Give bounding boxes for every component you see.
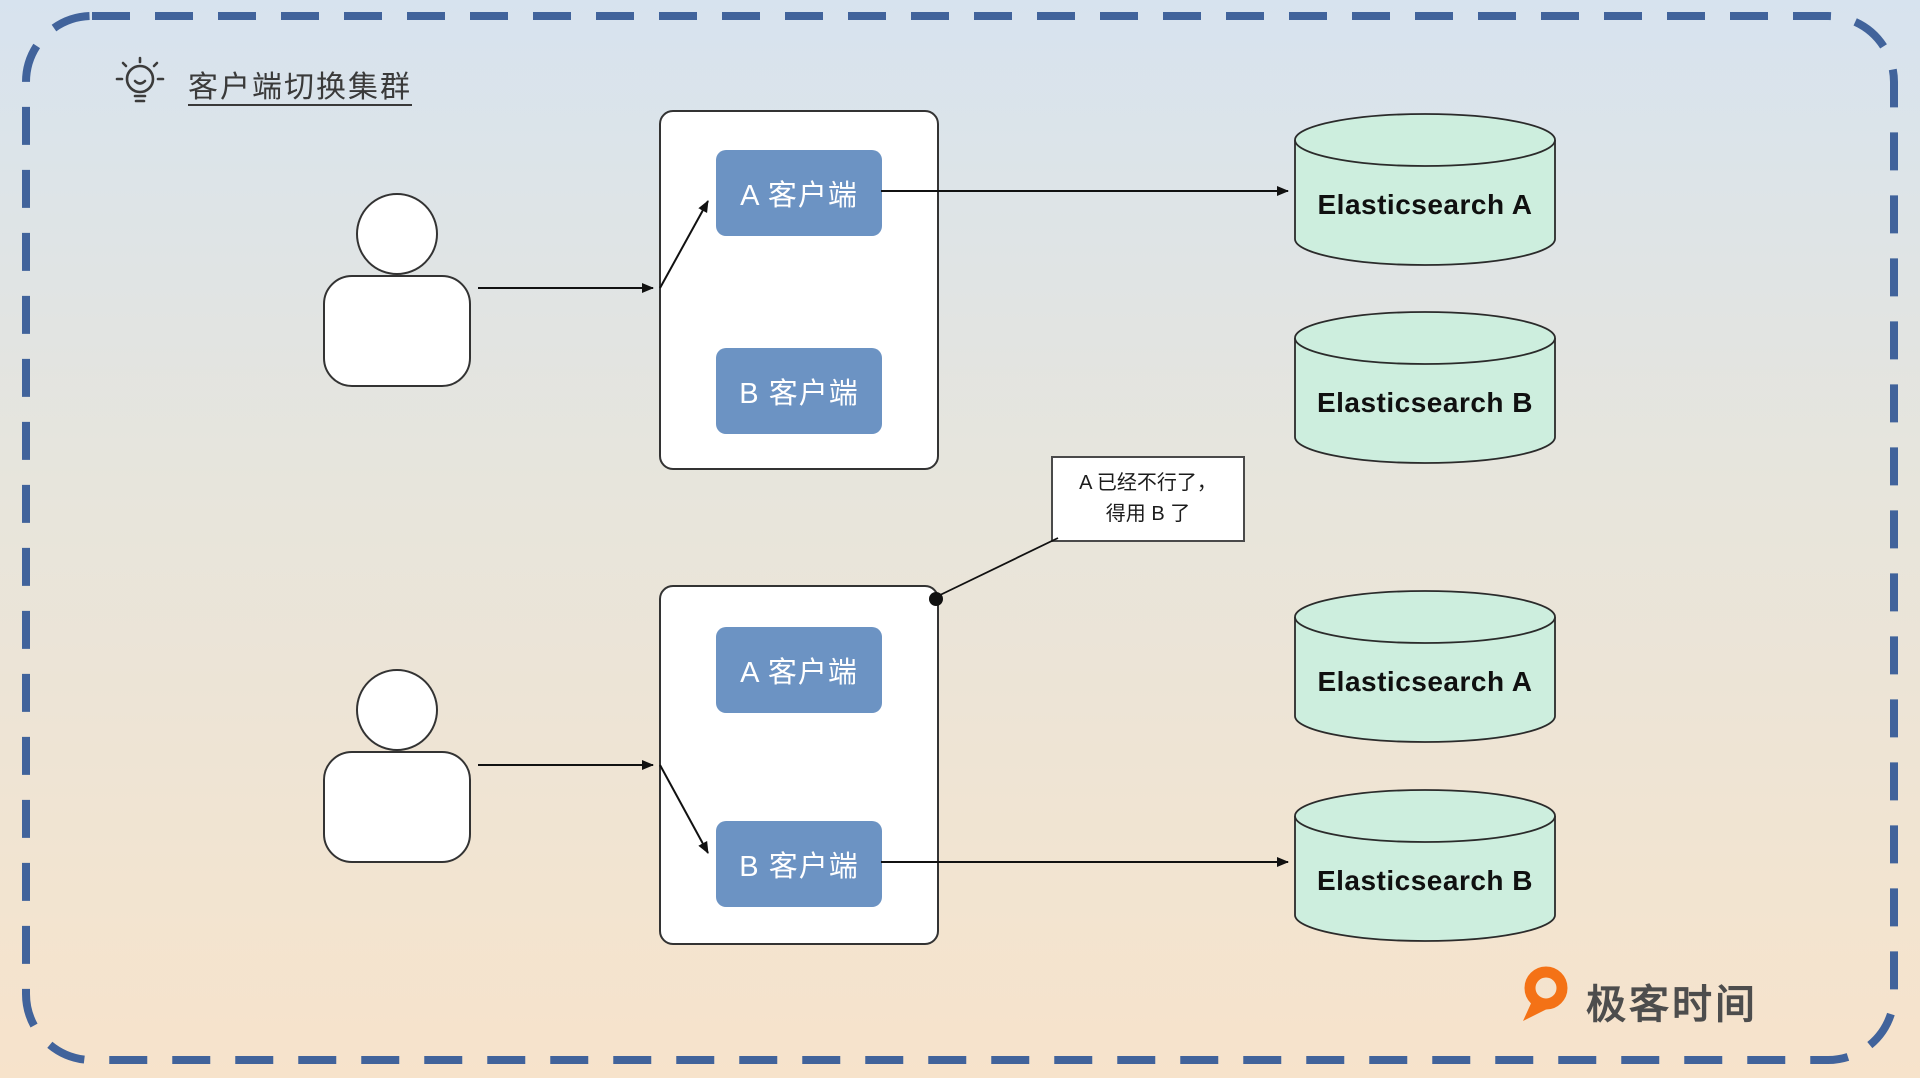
- client-b-button-bottom: B 客户端: [716, 821, 882, 907]
- note-line2: 得用 B 了: [1105, 503, 1191, 525]
- es-b-cylinder-top: Elasticsearch B: [1294, 311, 1556, 465]
- client-a-button-top: A 客户端: [716, 150, 882, 236]
- client-b-label-top: B 客户端: [739, 378, 859, 410]
- client-b-button-top: B 客户端: [716, 348, 882, 434]
- es-b-label-top: Elasticsearch B: [1316, 387, 1534, 418]
- geektime-logo-icon: [1516, 963, 1574, 1028]
- lightbulb-icon: [108, 50, 172, 119]
- client-b-label-bottom: B 客户端: [739, 851, 859, 883]
- client-a-label-top: A 客户端: [740, 180, 858, 212]
- note-line1: A 已经不行了，: [1079, 472, 1217, 494]
- es-b-cylinder-bottom: Elasticsearch B: [1294, 789, 1556, 943]
- note-box: A 已经不行了， 得用 B 了: [1051, 456, 1245, 542]
- es-a-label-top: Elasticsearch A: [1317, 189, 1533, 220]
- es-a-label-bottom: Elasticsearch A: [1317, 666, 1533, 697]
- geektime-logo-text: 极客时间: [1586, 983, 1758, 1027]
- client-box-bottom: A 客户端 B 客户端: [659, 585, 939, 945]
- es-a-cylinder-bottom: Elasticsearch A: [1294, 590, 1556, 744]
- client-a-label-bottom: A 客户端: [740, 657, 858, 689]
- user-icon-top: [322, 192, 472, 393]
- es-a-cylinder-top: Elasticsearch A: [1294, 113, 1556, 267]
- diagram-title: 客户端切换集群: [188, 71, 412, 104]
- dashed-border: [22, 12, 1898, 1064]
- es-b-label-bottom: Elasticsearch B: [1316, 865, 1534, 896]
- user-icon-bottom: [322, 668, 472, 869]
- note-connector-line: [937, 537, 1059, 597]
- client-box-top: A 客户端 B 客户端: [659, 110, 939, 470]
- client-a-button-bottom: A 客户端: [716, 627, 882, 713]
